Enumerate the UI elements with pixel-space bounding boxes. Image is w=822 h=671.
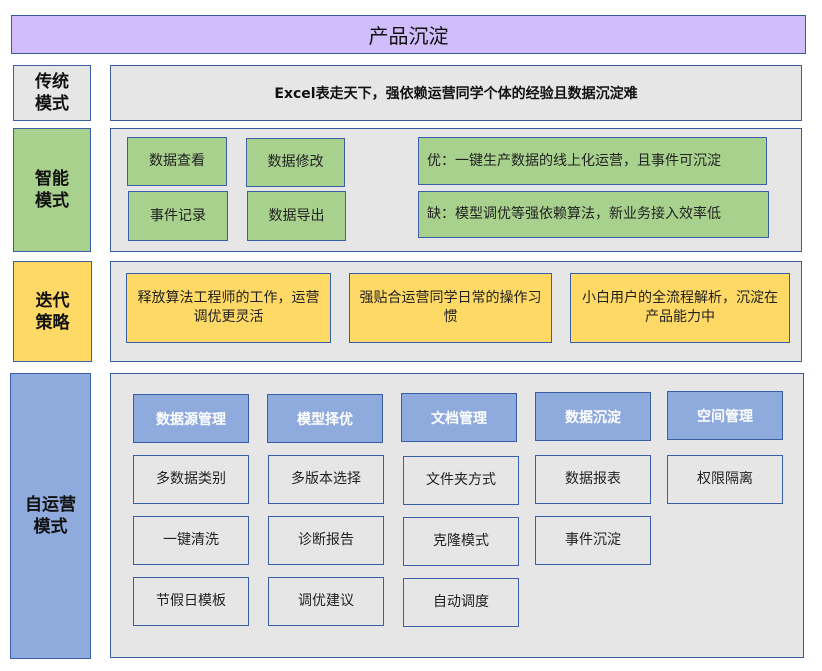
strategy-card: 小白用户的全流程解析，沉淀在产品能力中 xyxy=(570,273,790,343)
smart-cons: 缺：模型调优等强依赖算法，新业务接入效率低 xyxy=(418,191,769,238)
strategy-card: 释放算法工程师的工作，运营调优更灵活 xyxy=(126,273,331,343)
column-item: 文件夹方式 xyxy=(403,456,519,505)
smart-feature: 事件记录 xyxy=(128,191,228,241)
traditional-description: Excel表走天下，强依赖运营同学个体的经验且数据沉淀难 xyxy=(110,65,802,121)
strategy-card: 强贴合运营同学日常的操作习惯 xyxy=(349,273,552,343)
column-item: 事件沉淀 xyxy=(535,516,651,565)
column-header: 空间管理 xyxy=(667,391,783,440)
column-item: 多版本选择 xyxy=(268,455,384,504)
row-label-iteration: 迭代 策略 xyxy=(13,261,92,362)
column-header: 数据沉淀 xyxy=(535,392,651,441)
column-header: 数据源管理 xyxy=(133,394,249,443)
column-item: 多数据类别 xyxy=(133,455,249,504)
column-item: 调优建议 xyxy=(268,577,384,626)
row-label-self-ops: 自运营 模式 xyxy=(10,373,91,659)
column-item: 权限隔离 xyxy=(667,455,783,504)
column-item: 克隆模式 xyxy=(403,517,519,566)
row-label-traditional: 传统 模式 xyxy=(13,65,91,121)
smart-feature: 数据导出 xyxy=(247,191,346,241)
column-header: 文档管理 xyxy=(401,393,517,442)
column-item: 自动调度 xyxy=(403,578,519,627)
smart-feature: 数据修改 xyxy=(246,138,345,187)
smart-feature: 数据查看 xyxy=(127,137,227,186)
smart-pros: 优：一键生产数据的线上化运营，且事件可沉淀 xyxy=(418,137,767,185)
column-item: 诊断报告 xyxy=(268,516,384,565)
column-header: 模型择优 xyxy=(267,394,383,443)
column-item: 一键清洗 xyxy=(133,516,249,565)
column-item: 节假日模板 xyxy=(133,577,249,626)
diagram-title: 产品沉淀 xyxy=(11,15,806,54)
row-label-smart: 智能 模式 xyxy=(13,128,91,252)
column-item: 数据报表 xyxy=(535,455,651,504)
